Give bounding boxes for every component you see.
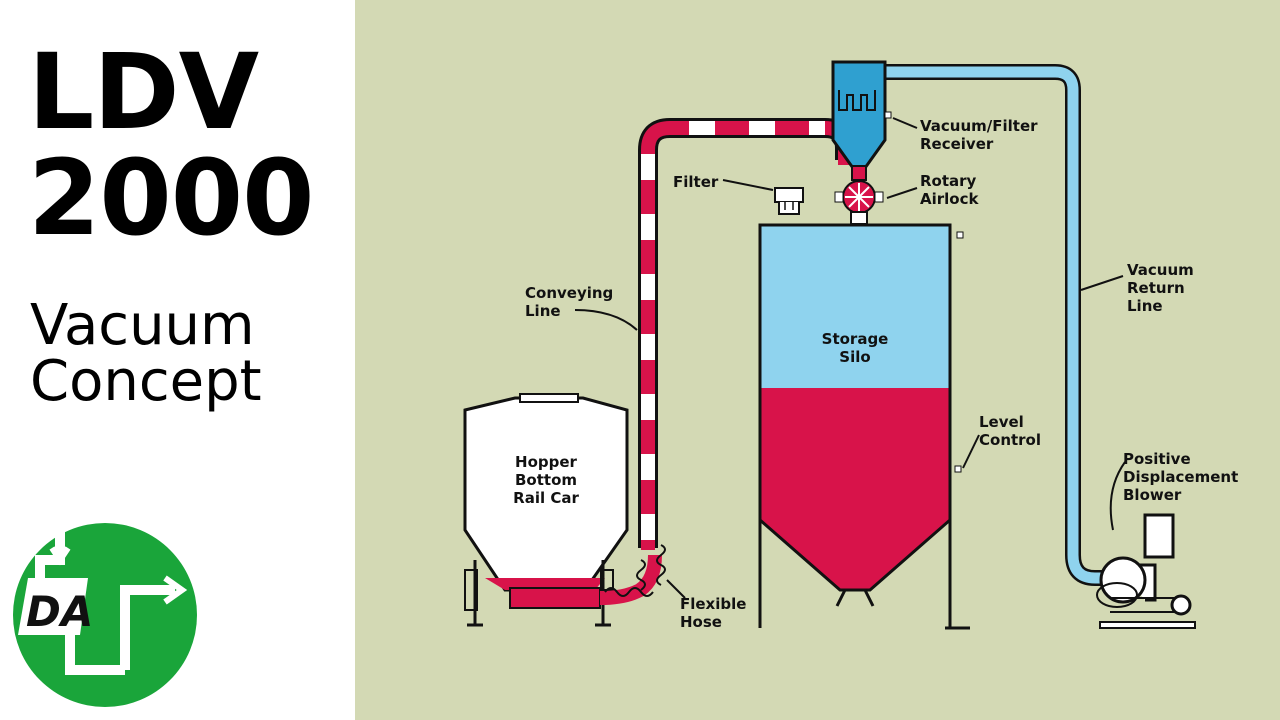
diagram-panel: Hopper Bottom Rail Car Storage Silo Conv… <box>355 0 1280 720</box>
label-vacuum-return-line: Vacuum Return Line <box>1127 261 1194 315</box>
label-leaders <box>574 117 1126 599</box>
label-flexible-hose: Flexible Hose <box>680 595 747 631</box>
vacuum-return-line <box>875 64 1110 586</box>
label-blower: Positive Displacement Blower <box>1123 450 1239 504</box>
label-filter: Filter <box>673 173 719 191</box>
rotary-airlock <box>834 165 884 225</box>
logo-text: DA <box>26 587 93 636</box>
label-vacuum-filter-receiver: Vacuum/Filter Receiver <box>920 117 1038 153</box>
subtitle-line-2: Concept <box>30 349 262 414</box>
label-level-control: Level Control <box>979 413 1042 449</box>
label-hopper-rail-car: Hopper Bottom Rail Car <box>513 453 579 507</box>
storage-silo <box>758 187 970 630</box>
hopper-rail-car <box>463 393 629 627</box>
subtitle-line-1: Vacuum <box>30 293 255 358</box>
flexible-hose <box>599 544 666 605</box>
vacuum-system-diagram <box>463 60 1196 630</box>
title-line-2: 2000 <box>28 137 314 259</box>
company-logo: DA <box>13 523 197 707</box>
positive-displacement-blower <box>1096 513 1196 629</box>
title-panel: LDV 2000 Vacuum Concept DA <box>0 0 355 720</box>
title-line-1: LDV <box>28 31 259 153</box>
label-storage-silo: Storage Silo <box>821 330 889 366</box>
label-conveying-line: Conveying Line <box>525 284 614 320</box>
vacuum-filter-receiver <box>831 60 892 170</box>
label-rotary-airlock: Rotary Airlock <box>920 172 979 208</box>
